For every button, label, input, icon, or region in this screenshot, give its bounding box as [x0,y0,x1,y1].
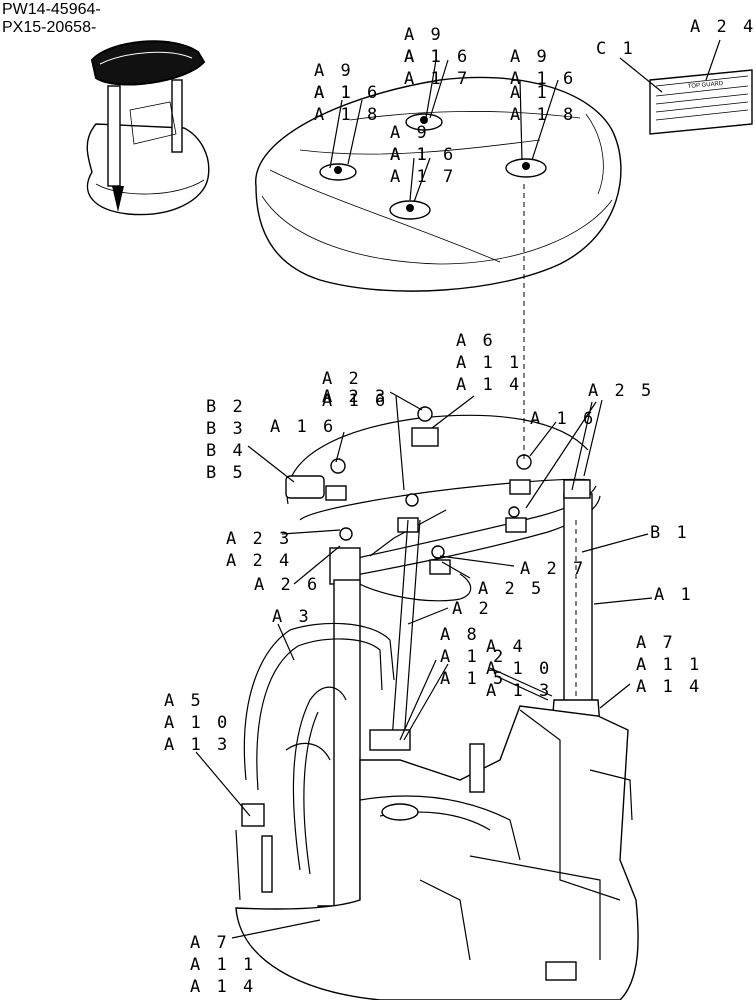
callout-a9a16_tc-line-1: A 1 6 [404,47,470,67]
callout-a1a17_tc-line-0: A 1 [404,47,444,67]
upper-structure [235,705,639,1000]
callout-a5-line-0: A 5 [164,691,204,711]
callout-labels: A 9A 1 6A 1A 1 8A 9A 1 6A 1A 1 7A 9A 1 6… [164,17,756,997]
callout-a4-line-0: A 4 [486,637,526,657]
caution-plate: TOP GUARD [649,69,753,135]
callout-a8-line-0: A 8 [440,625,480,645]
callout-c1-line-0: C 1 [596,39,636,59]
callout-a7_bottom-line-0: A 7 [190,933,230,953]
callout-a7_bottom-line-2: A 1 4 [190,977,256,997]
callout-a24_top-line-0: A 2 4 [690,17,756,37]
callout-a9a16_r-line-1: A 1 6 [510,69,576,89]
callout-a27-line-0: A 2 7 [520,559,586,579]
serial-number-range-2: PX15-20658- [2,19,97,36]
callout-a7_right-line-1: A 1 1 [636,655,702,675]
callout-a16_left-line-0: A 1 6 [270,417,336,437]
callout-a1a18_l-line-1: A 1 8 [314,105,380,125]
callout-a8-line-2: A 1 5 [440,669,506,689]
callout-a9a16_tc-line-0: A 9 [404,25,444,45]
serial-number-range-1: PW14-45964- [2,1,101,18]
callout-a2-line-0: A 2 [452,599,492,619]
callout-b2b5-line-2: B 4 [206,441,246,461]
callout-a9a16_l-line-1: A 1 6 [314,83,380,103]
top-guard [255,76,622,292]
callout-a25_mid-line-0: A 2 5 [478,579,544,599]
callout-a23_top-line-0: A 2 3 [322,387,388,407]
callout-a7_right-line-0: A 7 [636,633,676,653]
callout-b2b5-line-0: B 2 [206,397,246,417]
callout-a8-line-1: A 1 2 [440,647,506,667]
callout-a1a17_m-line-0: A 1 [390,145,430,165]
callout-a26-line-0: A 2 6 [254,575,320,595]
callout-a23_a24-line-1: A 2 4 [226,551,292,571]
callout-a5-line-2: A 1 3 [164,735,230,755]
callout-a16_right-line-0: A 1 6 [530,409,596,429]
callout-a1a17_tc-line-1: A 1 7 [404,69,470,89]
callout-a7_bottom-line-1: A 1 1 [190,955,256,975]
callout-a2_a16-line-0: A 2 [322,369,362,389]
callout-a4-line-2: A 1 3 [486,681,552,701]
callout-a1a18_r-line-1: A 1 8 [510,105,576,125]
callout-a1a18_r-line-0: A 1 [510,83,550,103]
callout-b2b5-line-3: B 5 [206,463,246,483]
machine-thumbnail [86,40,210,216]
callout-a6-line-1: A 1 1 [456,353,522,373]
callout-a3-line-0: A 3 [272,607,312,627]
callout-a1a18_l-line-0: A 1 [314,83,354,103]
callout-a1-line-0: A 1 [654,585,694,605]
callout-a5-line-1: A 1 0 [164,713,230,733]
callout-b1-line-0: B 1 [650,523,690,543]
callout-a2_a16-line-1: A 1 6 [322,391,388,411]
leader-lines [195,39,721,939]
callout-b2b5-line-1: B 3 [206,419,246,439]
callout-a1a17_m-line-1: A 1 7 [390,167,456,187]
callout-a23_a24-line-0: A 2 3 [226,529,292,549]
plate-title: TOP GUARD [688,81,725,90]
callout-a25_top-line-0: A 2 5 [588,381,654,401]
callout-a7_right-line-2: A 1 4 [636,677,702,697]
callout-a9a16_m-line-1: A 1 6 [390,145,456,165]
callout-a9a16_r-line-0: A 9 [510,47,550,67]
callout-a4-line-1: A 1 0 [486,659,552,679]
callout-a6-line-0: A 6 [456,331,496,351]
callout-a9a16_l-line-0: A 9 [314,61,354,81]
callout-a9a16_m-line-0: A 9 [390,123,430,143]
callout-a6-line-2: A 1 4 [456,375,522,395]
